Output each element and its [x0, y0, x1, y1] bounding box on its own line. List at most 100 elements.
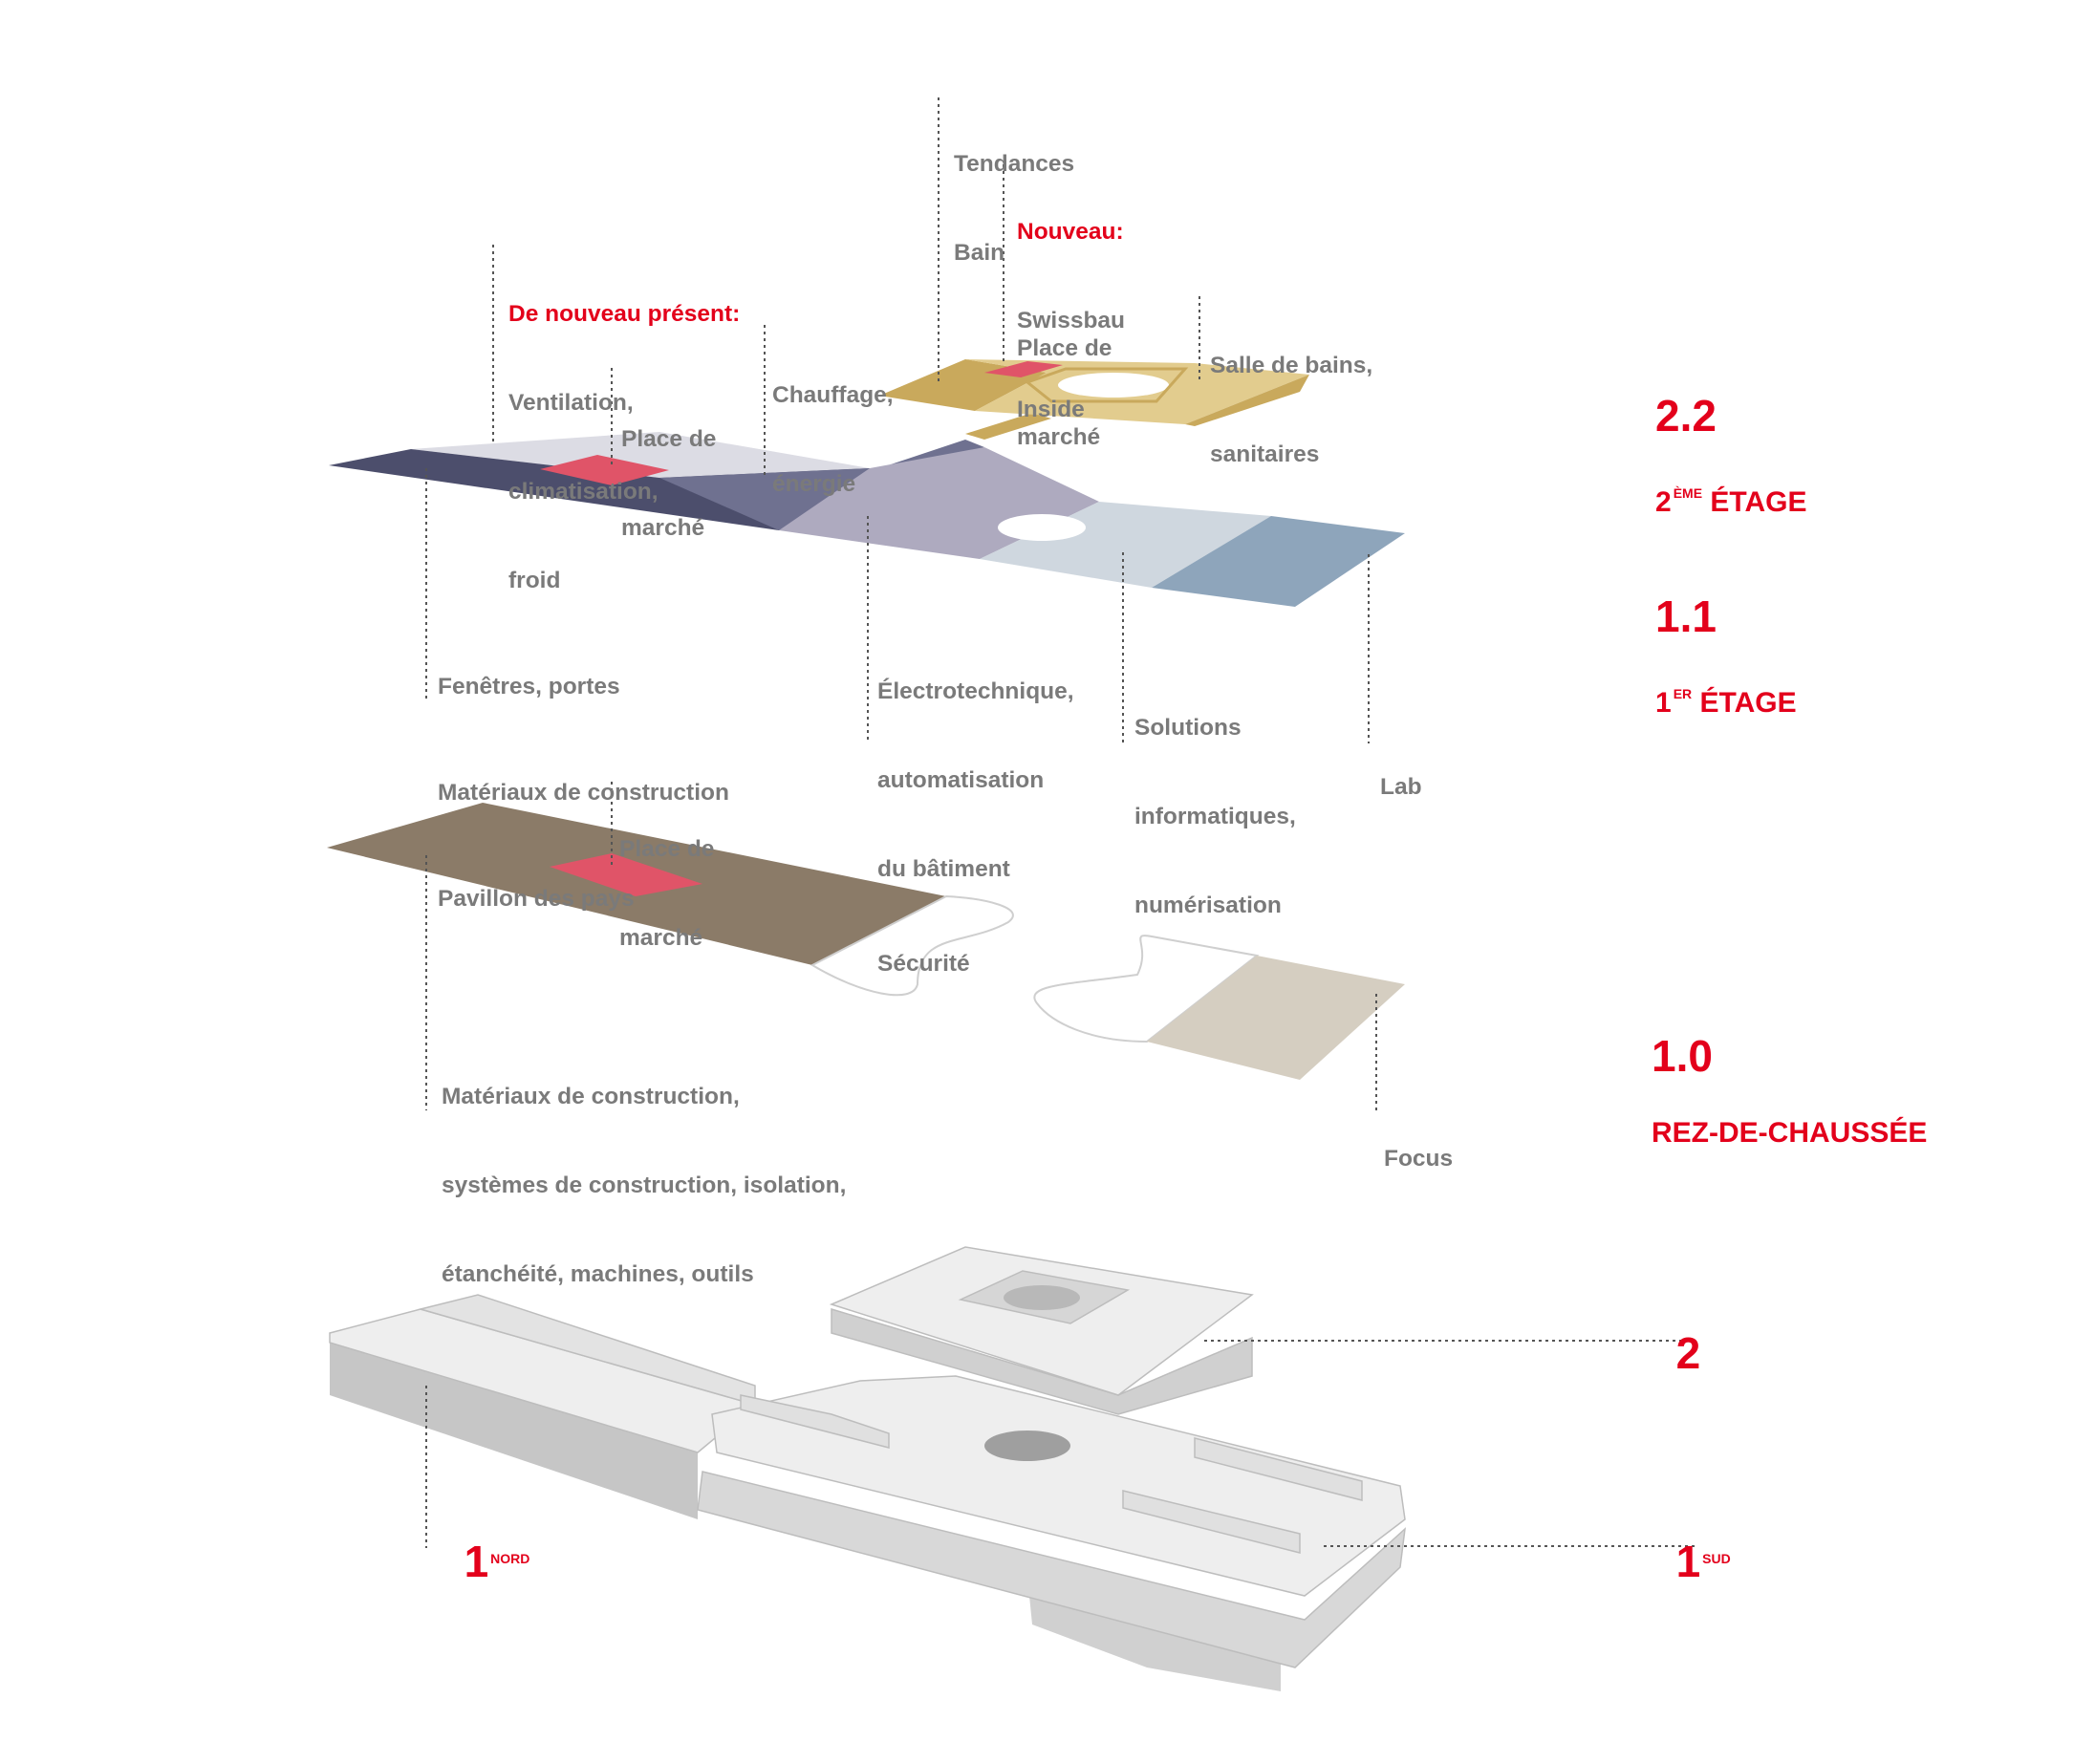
level-1-1-name-main: ÉTAGE	[1699, 687, 1797, 719]
floor-1-1-plan	[329, 432, 1405, 607]
leader-lines	[425, 97, 1696, 1548]
label-swissbau-line-2: Inside	[1017, 397, 1085, 422]
zone-ventilation	[411, 432, 870, 478]
level-1-0-number: 1.0	[1652, 1031, 1713, 1081]
label-materiaux-rdc: Matériaux de construction, systèmes de c…	[442, 1022, 846, 1319]
floor-22-market	[984, 361, 1063, 377]
label-solutions-line-1: Solutions	[1134, 715, 1242, 741]
building-1-sud-number-text: 1	[1675, 1537, 1701, 1586]
level-1-1-name-sup: ER	[1673, 686, 1693, 701]
label-focus: Focus	[1384, 1085, 1453, 1203]
building-1-sud-roof-box-1	[740, 1394, 890, 1449]
label-electro-line-2: automatisation	[877, 767, 1045, 793]
label-lab-text: Lab	[1380, 774, 1422, 800]
label-place-marche-11-line-2: marché	[621, 515, 705, 541]
label-place-marche-22: Place de marché	[1017, 274, 1112, 482]
building-2-number: 2	[1652, 1287, 1701, 1378]
building-1-nord-number-text: 1	[464, 1537, 489, 1586]
floor-10-blank-north	[810, 894, 1014, 997]
floor-11-market	[540, 455, 669, 485]
label-focus-text: Focus	[1384, 1146, 1454, 1172]
building-2	[829, 1246, 1254, 1415]
label-fenetres-line-3: Pavillon des pays	[438, 886, 635, 912]
zone-lab	[1152, 516, 1405, 607]
label-chauffage-line-1: Chauffage,	[772, 382, 894, 408]
building-2-top	[829, 1246, 1254, 1396]
floor-10-blank-south	[1033, 935, 1260, 1043]
building-1-nord-roof-strip	[418, 1294, 756, 1406]
label-tendances-line-2: Bain	[954, 240, 1005, 266]
label-materiaux-rdc-line-2: systèmes de construction, isolation,	[442, 1172, 847, 1198]
label-materiaux-rdc-line-1: Matériaux de construction,	[442, 1084, 740, 1109]
label-place-marche-11: Place de marché	[621, 365, 716, 572]
label-place-marche-10-line-2: marché	[619, 925, 703, 951]
label-nouveau-highlight: Nouveau:	[1017, 219, 1124, 245]
label-solutions-line-2: informatiques,	[1134, 804, 1296, 829]
building-1-nord-side	[330, 1343, 698, 1519]
floor-1-0-plan	[327, 803, 1405, 1080]
building-1-sud-top	[711, 1375, 1406, 1597]
label-fenetres: Fenêtres, portes Matériaux de constructi…	[438, 598, 729, 952]
building-1-nord-sup: NORD	[490, 1551, 530, 1566]
building-1-sud-roof-box-2	[1122, 1490, 1301, 1554]
label-place-marche-10-line-1: Place de	[619, 836, 715, 862]
label-place-marche-22-line-2: marché	[1017, 424, 1101, 450]
level-1-1-name-prefix: 1	[1655, 687, 1672, 719]
label-ventilation-line-3: froid	[508, 568, 561, 593]
building-1-sud-skylight	[984, 1431, 1070, 1461]
zone-focus	[1147, 956, 1405, 1080]
zone-solutions	[980, 502, 1271, 588]
floor-22-courtyard-frame	[1024, 367, 1189, 403]
label-solutions-line-3: numérisation	[1134, 893, 1282, 918]
label-fenetres-line-2: Matériaux de construction	[438, 780, 729, 806]
label-ventilation-line-1: Ventilation,	[508, 390, 634, 416]
label-chauffage-line-2: énergie	[772, 471, 856, 497]
label-salle-bains-line-1: Salle de bains,	[1210, 353, 1373, 378]
building-1-nord	[329, 1294, 757, 1519]
level-1-0-name: REZ-DE-CHAUSSÉE	[1652, 1117, 1928, 1149]
label-ventilation-line-2: climatisation,	[508, 479, 659, 505]
building-1-sud	[697, 1375, 1406, 1691]
label-electro-line-4: Sécurité	[877, 951, 970, 977]
building-1-sud-roof-box-3	[1194, 1437, 1363, 1501]
level-1-1-number: 1.1	[1655, 592, 1717, 641]
label-fenetres-line-1: Fenêtres, portes	[438, 674, 620, 699]
label-electro-line-3: du bâtiment	[877, 856, 1010, 882]
label-electrotechnique: Électrotechnique, automatisation du bâti…	[877, 617, 1074, 1008]
label-de-nouveau-highlight: De nouveau présent:	[508, 301, 741, 327]
label-tendances-bain: Tendances Bain	[954, 90, 1074, 297]
floor-10-market	[550, 853, 702, 896]
building-3d-model	[329, 1246, 1406, 1691]
label-place-marche-22-line-1: Place de	[1017, 335, 1112, 361]
label-place-marche-10: Place de marché	[619, 775, 714, 982]
label-swissbau-inside: Nouveau: Swissbau Inside	[1017, 158, 1125, 454]
level-1-0: 1.0 REZ-DE-CHAUSSÉE	[1652, 1000, 1927, 1166]
floor-22-courtyard	[1058, 373, 1169, 398]
label-lab: Lab	[1380, 713, 1422, 831]
building-1-sud-sup: SUD	[1702, 1551, 1731, 1566]
building-2-number-text: 2	[1675, 1328, 1701, 1378]
level-2-2-name-sup: ÈME	[1673, 485, 1703, 501]
building-2-courtyard-circle	[1004, 1285, 1080, 1310]
floor-22-right-edge	[1185, 375, 1309, 426]
level-2-2-name-main: ÉTAGE	[1710, 486, 1807, 518]
label-tendances-line-1: Tendances	[954, 151, 1075, 177]
label-place-marche-11-line-1: Place de	[621, 426, 717, 452]
floor-22-connector	[965, 413, 1051, 440]
label-swissbau-line-1: Swissbau	[1017, 308, 1126, 333]
label-salle-bains: Salle de bains, sanitaires	[1210, 291, 1372, 499]
floor-2-2-plan	[879, 359, 1309, 440]
floor-11-atrium	[998, 514, 1086, 541]
level-2-2-name-prefix: 2	[1655, 486, 1672, 518]
label-salle-bains-line-2: sanitaires	[1210, 441, 1320, 467]
label-ventilation: De nouveau présent: Ventilation, climati…	[508, 240, 740, 625]
label-solutions: Solutions informatiques, numérisation	[1134, 654, 1296, 950]
level-2-2-number: 2.2	[1655, 391, 1717, 441]
label-materiaux-rdc-line-3: étanchéité, machines, outils	[442, 1261, 754, 1287]
